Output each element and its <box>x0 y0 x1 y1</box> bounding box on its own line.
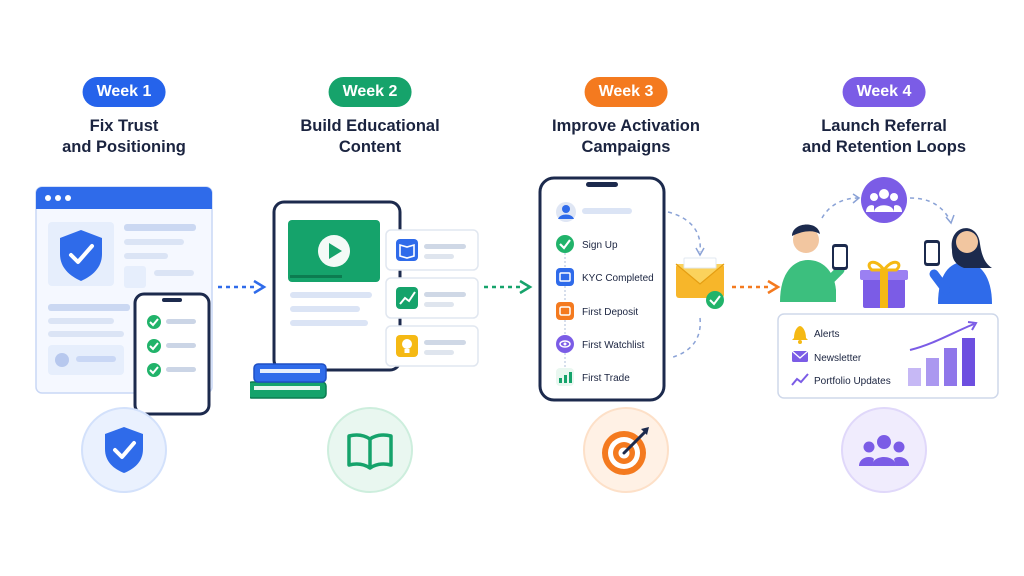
week-4-title: Launch Referral and Retention Loops <box>801 117 967 156</box>
week-4-community-badge <box>841 407 927 493</box>
group-icon <box>861 177 907 223</box>
step-first-trade: First Trade <box>556 368 630 386</box>
svg-text:Alerts: Alerts <box>814 329 840 340</box>
users-icon <box>859 435 909 466</box>
step-first-watchlist: First Watchlist <box>556 335 645 353</box>
channel-newsletter: Newsletter <box>791 350 862 364</box>
step-kyc-completed: KYC Completed <box>556 268 654 286</box>
svg-text:First Trade: First Trade <box>582 373 630 384</box>
step-first-deposit: First Deposit <box>556 302 638 320</box>
target-icon <box>602 427 649 475</box>
step-sign-up: Sign Up <box>556 235 618 253</box>
svg-text:First Deposit: First Deposit <box>582 307 638 318</box>
gift-icon <box>860 260 908 308</box>
channel-portfolio-updates: Portfolio Updates <box>791 373 891 387</box>
svg-text:Sign Up: Sign Up <box>582 240 618 251</box>
lightbulb-icon <box>402 339 412 353</box>
referral-illustration: Alerts Newsletter Portfolio Updates <box>777 177 999 399</box>
week-2-title: Build Educational Content <box>300 117 440 156</box>
flow-arrow-3 <box>732 279 781 295</box>
svg-text:Portfolio Updates: Portfolio Updates <box>814 376 891 387</box>
week-1-column: Week 1 Fix Trust and Positioning <box>4 0 244 576</box>
trend-icon <box>791 373 809 386</box>
flow-arrow-1 <box>218 279 267 295</box>
week-3-column: Week 3 Improve Activation Campaigns Sign… <box>506 0 746 576</box>
svg-text:Newsletter: Newsletter <box>814 353 862 364</box>
growth-bars <box>908 321 978 386</box>
week-3-target-badge <box>583 407 669 493</box>
week-1-shield-badge <box>81 407 167 493</box>
week-4-column: Week 4 Launch Referral and Retention Loo… <box>764 0 1004 576</box>
week-4-badge: Week 4 <box>842 77 926 107</box>
svg-text:KYC Completed: KYC Completed <box>582 273 654 284</box>
trust-illustration <box>35 186 213 416</box>
week-1-badge: Week 1 <box>82 77 166 107</box>
shield-icon <box>60 230 102 281</box>
check-circle-icon <box>706 291 724 309</box>
mail-icon <box>791 350 809 362</box>
envelope-icon <box>675 257 725 298</box>
channel-alerts: Alerts <box>792 326 840 344</box>
flow-arrow-2 <box>484 279 533 295</box>
week-2-badge: Week 2 <box>328 77 412 107</box>
books-icon <box>250 363 327 399</box>
week-3-title: Improve Activation Campaigns <box>552 117 700 156</box>
education-illustration <box>250 200 479 399</box>
open-book-icon <box>347 433 393 470</box>
week-2-column: Week 2 Build Educational Content <box>250 0 490 576</box>
bell-icon <box>792 326 808 344</box>
week-3-badge: Week 3 <box>584 77 668 107</box>
shield-check-icon <box>105 427 143 473</box>
book-icon <box>399 243 415 259</box>
svg-text:First Watchlist: First Watchlist <box>582 340 645 351</box>
week-2-book-badge <box>327 407 413 493</box>
person-right <box>924 228 992 304</box>
person-left <box>780 224 848 302</box>
play-icon <box>318 235 350 267</box>
week-1-title: Fix Trust and Positioning <box>62 117 186 156</box>
chart-icon <box>399 291 416 305</box>
activation-illustration: Sign Up KYC Completed First Deposit Firs… <box>538 176 725 402</box>
